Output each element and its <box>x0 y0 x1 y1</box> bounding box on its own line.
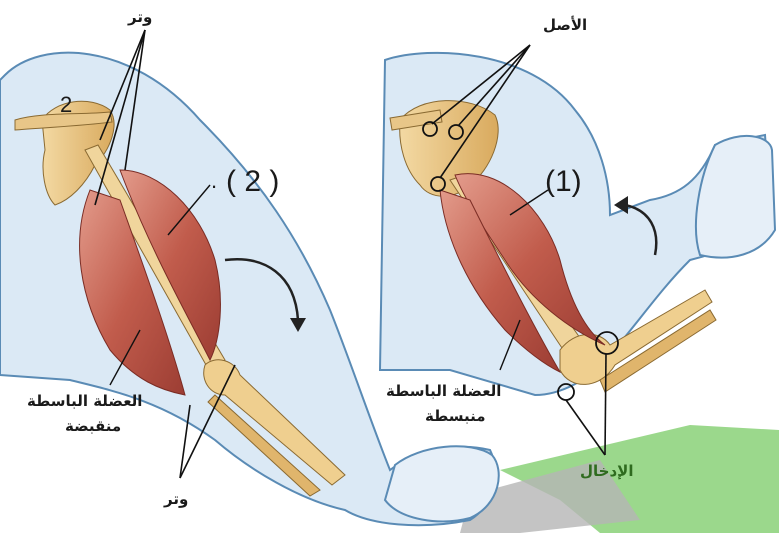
right-muscle-label-line2: منبسطة <box>425 407 486 425</box>
left-figure-number: ( 2 ) <box>226 165 279 199</box>
left-tendon-bottom-label: وتر <box>164 490 188 508</box>
right-muscle-label-line1: العضلة الباسطة <box>386 382 501 400</box>
right-figure-number: (1) <box>545 165 582 199</box>
left-muscle-label-line2: منقبضة <box>65 417 121 435</box>
left-number-tag: 2 <box>60 92 72 118</box>
insertion-label: الإدخال <box>580 462 633 480</box>
insertion-line-2 <box>605 354 606 455</box>
left-stray-mark: . <box>211 168 217 194</box>
insertion-line-1 <box>566 400 605 455</box>
right-hand <box>696 136 775 258</box>
left-fist <box>385 446 499 521</box>
left-muscle-label-line1: العضلة الباسطة <box>27 392 142 410</box>
origin-label: الأصل <box>543 16 587 34</box>
left-tendon-top-label: وتر <box>128 8 152 26</box>
